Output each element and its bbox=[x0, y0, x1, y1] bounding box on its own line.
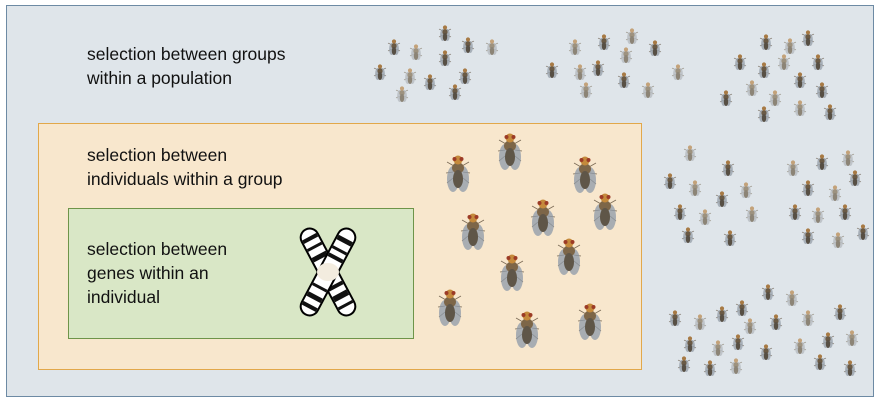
fly-icon bbox=[557, 239, 581, 276]
fly-icon bbox=[531, 200, 555, 237]
fly-icon bbox=[461, 214, 485, 251]
fly-icon bbox=[500, 255, 524, 292]
fly-icon bbox=[498, 134, 522, 171]
chromosome-icon bbox=[298, 225, 359, 318]
group-flies bbox=[438, 134, 617, 349]
fly-icon bbox=[573, 157, 597, 194]
fly-icon bbox=[446, 156, 470, 193]
fly-icon bbox=[438, 290, 462, 327]
fly-icon bbox=[515, 312, 539, 349]
fly-icon bbox=[578, 304, 602, 341]
fly-icon bbox=[593, 194, 617, 231]
